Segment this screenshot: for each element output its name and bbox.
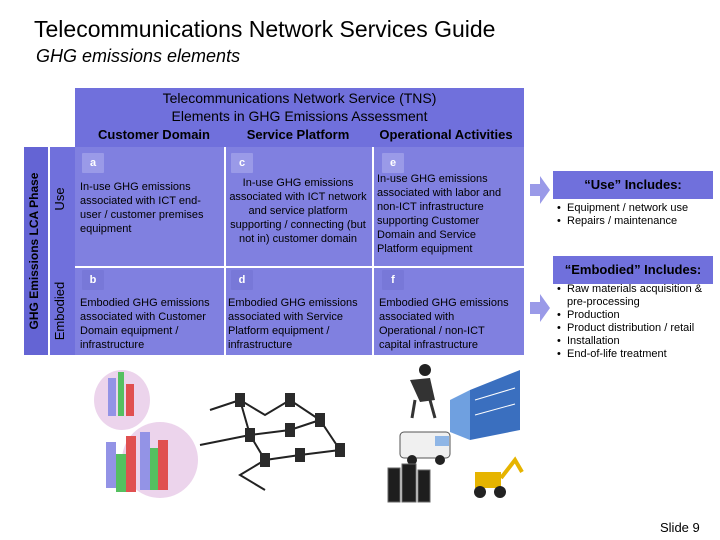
emissions-matrix — [75, 147, 524, 355]
cell-tag-f: f — [382, 270, 404, 290]
column-header-customer-domain: Customer Domain — [98, 127, 210, 142]
cell-tag-d: d — [231, 270, 253, 290]
cell-tag-a: a — [82, 153, 104, 173]
cell-tag-e: e — [382, 153, 404, 173]
cell-e-text: In-use GHG emissions associated with lab… — [377, 173, 502, 255]
lca-phase-label: GHG Emissions LCA Phase — [27, 172, 41, 330]
server-node-icon — [235, 393, 345, 467]
use-item: Repairs / maintenance — [557, 215, 717, 228]
cell-tag-b: b — [82, 270, 104, 290]
cell-d-text: Embodied GHG emissions associated with S… — [228, 297, 358, 351]
embodied-item: Production — [557, 309, 717, 322]
use-box-list: Equipment / network use Repairs / mainte… — [557, 202, 717, 228]
cell-b-text: Embodied GHG emissions associated with C… — [80, 297, 210, 351]
embodied-item: Installation — [557, 335, 717, 348]
column-header-operational-activities: Operational Activities — [379, 127, 513, 142]
use-arrow-icon — [530, 176, 550, 204]
use-row-label: Use — [52, 187, 67, 211]
tns-title-line1: Telecommunications Network Service (TNS) — [162, 90, 437, 106]
use-item: Equipment / network use — [557, 202, 717, 215]
embodied-item: Product distribution / retail — [557, 322, 717, 335]
network-illustration — [94, 364, 524, 503]
service-van-icon — [399, 431, 451, 465]
use-box-title: “Use” Includes: — [553, 171, 713, 199]
server-rack-icon — [387, 463, 431, 503]
slide-number: Slide 9 — [660, 520, 700, 535]
page-title: Telecommunications Network Services Guid… — [34, 16, 496, 42]
embodied-item: Raw materials acquisition & pre-processi… — [557, 283, 717, 309]
matrix-row-divider — [75, 266, 524, 268]
matrix-col-divider-1 — [224, 147, 226, 355]
tns-title-line2: Elements in GHG Emissions Assessment — [171, 108, 428, 124]
matrix-col-divider-2 — [372, 147, 374, 355]
page-subtitle: GHG emissions elements — [36, 46, 241, 66]
embodied-arrow-icon — [530, 294, 550, 322]
customer-building-icon — [94, 370, 150, 430]
embodied-row-label: Embodied — [52, 281, 67, 341]
technician-icon — [410, 364, 437, 419]
tns-title: Telecommunications Network Service (TNS)… — [75, 89, 524, 125]
embodied-box-list: Raw materials acquisition & pre-processi… — [557, 283, 717, 361]
lca-phase-band — [24, 147, 48, 355]
excavator-icon — [474, 456, 524, 498]
arrows — [530, 176, 550, 322]
cell-f-text: Embodied GHG emissions associated with O… — [379, 297, 509, 351]
embodied-box-title: “Embodied” Includes: — [553, 256, 713, 284]
column-header-service-platform: Service Platform — [246, 127, 350, 142]
cell-a-text: In-use GHG emissions associated with ICT… — [80, 181, 204, 235]
cell-c-text: In-use GHG emissions associated with ICT… — [229, 177, 367, 245]
row-head-band — [50, 147, 75, 355]
tns-header-band — [75, 88, 524, 156]
customer-building-icon — [106, 422, 198, 498]
embodied-item: End-of-life treatment — [557, 348, 717, 361]
cell-tag-c: c — [231, 153, 253, 173]
office-building-icon — [450, 370, 520, 440]
